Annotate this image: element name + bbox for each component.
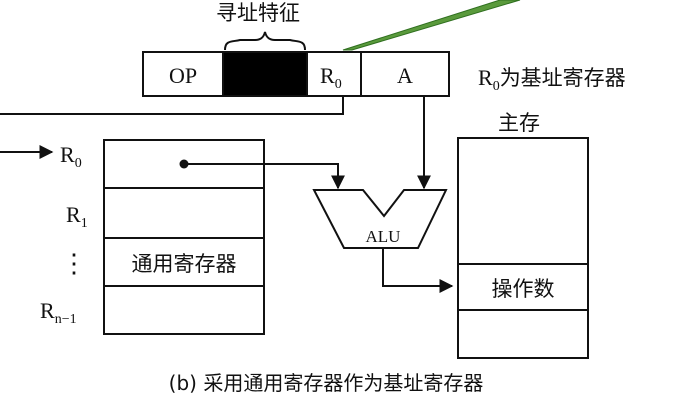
register-field bbox=[306, 51, 362, 97]
main-memory-title: 主存 bbox=[498, 111, 540, 135]
addressing-feature-field bbox=[222, 51, 308, 97]
instruction-format: OP R0 A bbox=[142, 51, 450, 97]
alu-shape bbox=[312, 189, 448, 249]
r1-label: R1 bbox=[66, 202, 88, 231]
address-label: A bbox=[397, 63, 413, 88]
general-registers: 通用寄存器 bbox=[103, 139, 265, 335]
operand-label: 操作数 bbox=[492, 277, 555, 301]
r0-label: R0 bbox=[60, 142, 82, 171]
figure-caption: (b) 采用通用寄存器作为基址寄存器 bbox=[169, 371, 484, 395]
rn-label: Rn−1 bbox=[40, 298, 77, 327]
alu-to-operand-arrow bbox=[382, 248, 454, 293]
main-memory: 操作数 bbox=[457, 137, 589, 359]
addressing-feature-brace bbox=[224, 31, 306, 51]
register-ellipsis: ⋮ bbox=[61, 249, 87, 278]
base-register-note: R0为基址寄存器 bbox=[478, 65, 626, 94]
addressing-feature-label: 寻址特征 bbox=[216, 1, 300, 25]
register-field-label: R0 bbox=[320, 63, 342, 92]
register-select-line bbox=[0, 96, 344, 115]
alu-label: ALU bbox=[366, 227, 401, 246]
address-field bbox=[360, 51, 450, 97]
green-callout-beam bbox=[342, 0, 521, 51]
op-field bbox=[142, 51, 224, 97]
r0-to-alu-arrow bbox=[184, 163, 345, 190]
op-label: OP bbox=[169, 63, 197, 88]
general-registers-label: 通用寄存器 bbox=[132, 252, 237, 276]
